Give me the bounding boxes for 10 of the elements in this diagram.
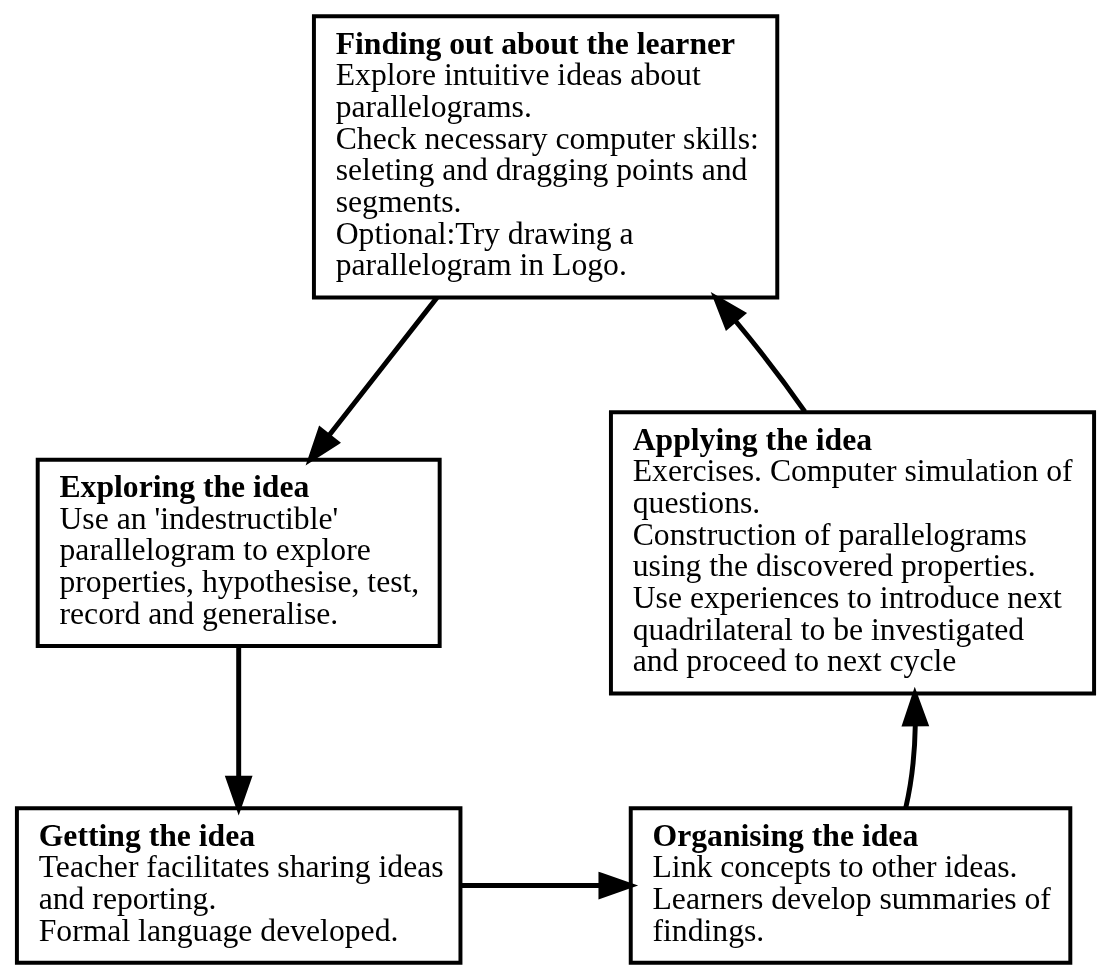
arrow <box>224 646 253 816</box>
arrow <box>305 296 439 466</box>
node-box: Getting the idea Teacher facilitates sharing ideas and reporting. Formal language developed. <box>14 806 463 965</box>
arrow <box>901 686 930 809</box>
node-box: Exploring the idea Use an 'indestructible' parallelogram to explore properties, hypothesise, test, record and generalise. <box>35 457 442 648</box>
node-box: Applying the idea Exercises. Computer simulation of questions. Construction of parallelograms using the discovered properties. Use experiences to introduce next quadrilateral to be investigated and proceed to next cycle <box>608 410 1097 696</box>
arrow <box>710 291 807 414</box>
node-box: Finding out about the learner Explore intuitive ideas about parallelograms. Check necessary computer skills: seleting and dragging points and segments. Optional:Try drawing a parallelogram in Logo. <box>311 14 780 300</box>
node-box: Organising the idea Link concepts to other ideas. Learners develop summaries of findings. <box>628 806 1073 965</box>
arrow <box>460 871 639 900</box>
